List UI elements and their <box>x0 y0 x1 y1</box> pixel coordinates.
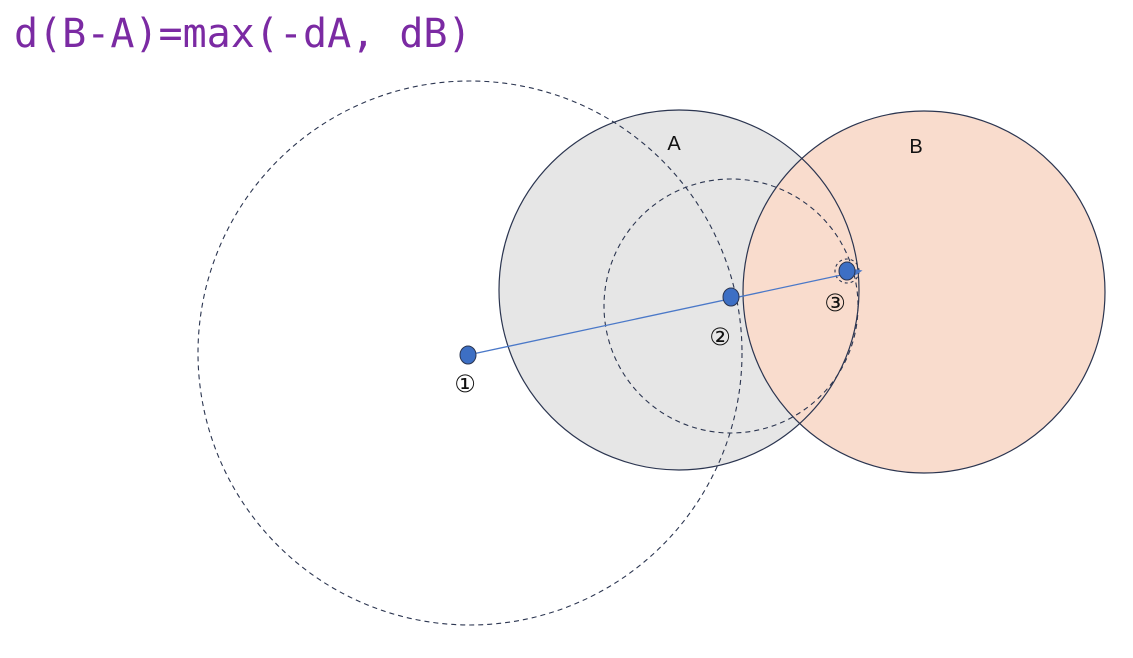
shape-b-label: B <box>909 136 922 158</box>
formula-title: d(B-A)=max(-dA, dB) <box>14 11 472 57</box>
point-2-marker: ② <box>709 324 731 351</box>
shape-a-overlap-edge <box>799 157 860 424</box>
dashed-circle-step-2 <box>603 178 859 434</box>
point-3 <box>838 261 856 281</box>
dashed-circle-step-1 <box>197 80 743 626</box>
shape-b <box>742 110 1106 474</box>
march-path-line <box>467 268 863 356</box>
point-1 <box>459 345 477 365</box>
point-1-marker: ① <box>454 371 476 398</box>
point-3-marker: ③ <box>824 290 846 317</box>
shape-a-label: A <box>667 133 681 155</box>
point-2 <box>722 287 740 307</box>
